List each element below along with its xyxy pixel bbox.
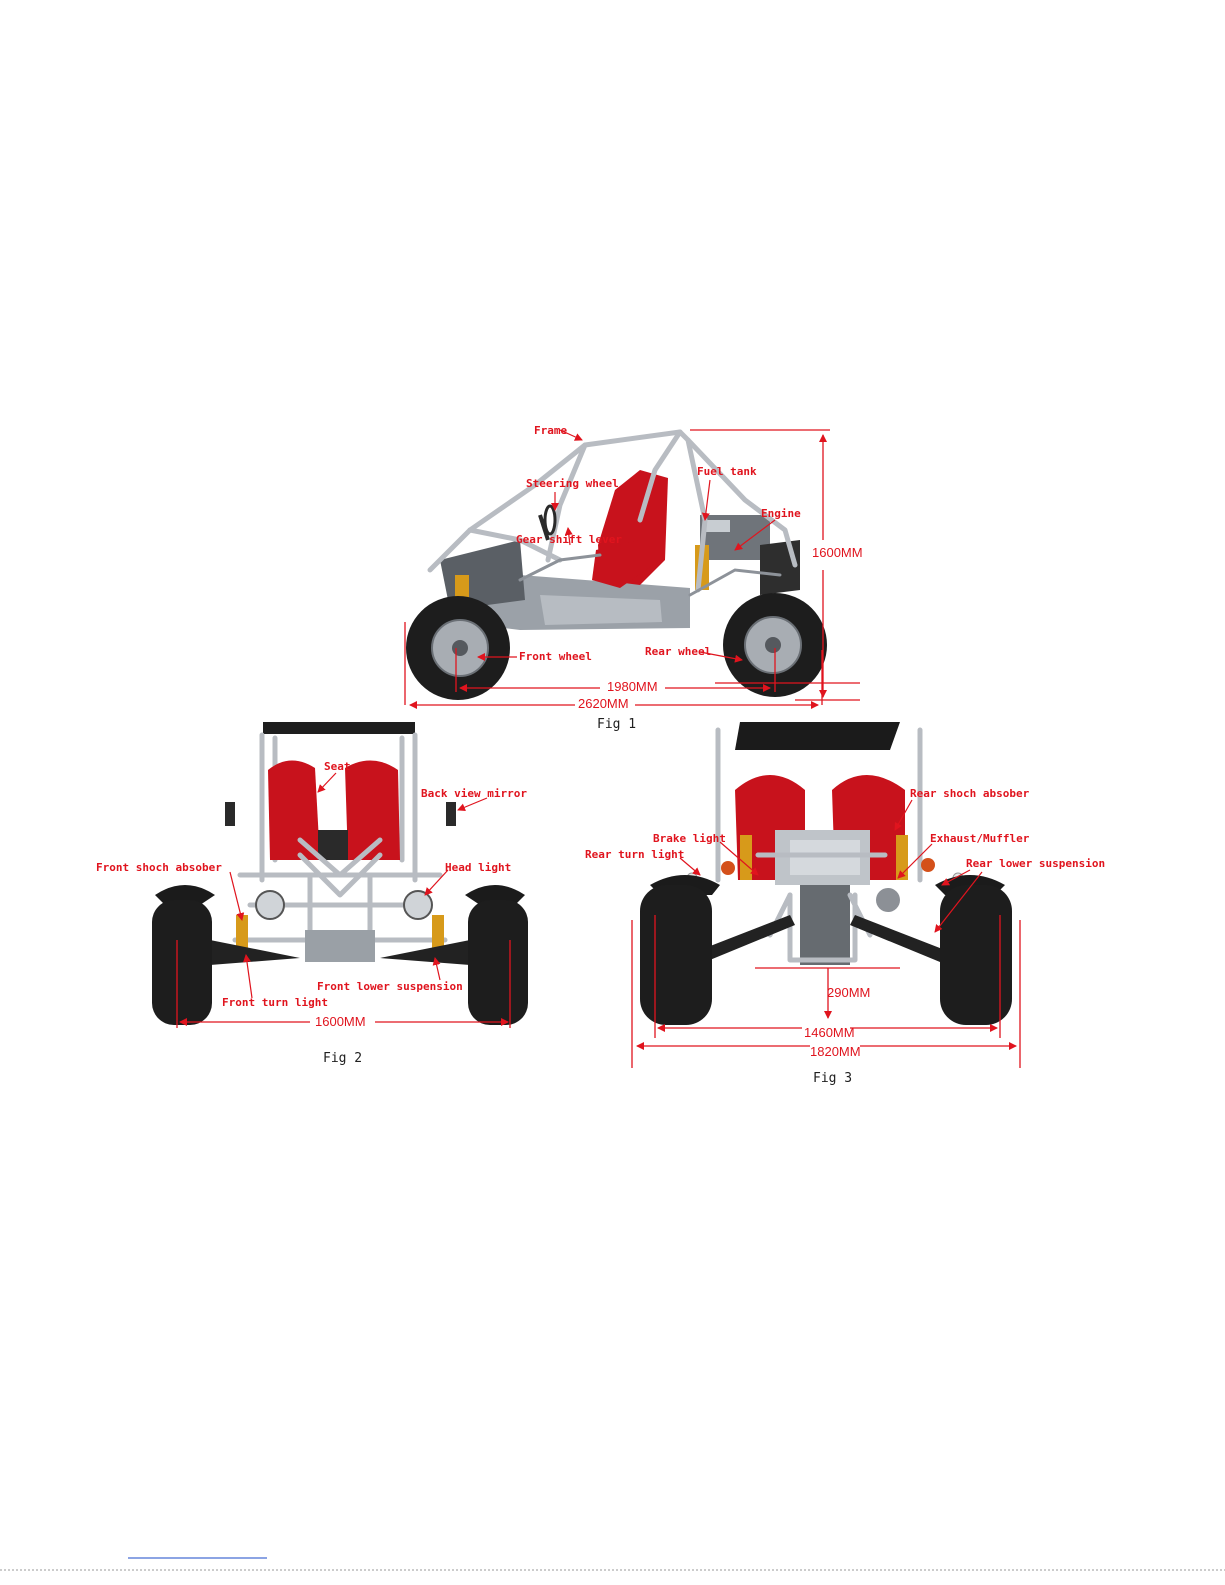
fig3-caption: Fig 3	[813, 1071, 852, 1086]
dim-track-1460mm: 1460MM	[804, 1025, 855, 1040]
label-head-light: Head light	[445, 861, 511, 874]
dim-length-2620mm: 2620MM	[578, 696, 629, 711]
label-front-lower-suspension: Front lower suspension	[317, 980, 463, 993]
label-front-wheel: Front wheel	[519, 650, 592, 663]
label-front-turn-light: Front turn light	[222, 996, 328, 1009]
fig1-caption: Fig 1	[597, 717, 636, 732]
fig2-caption: Fig 2	[323, 1051, 362, 1066]
label-back-view-mirror: Back view mirror	[421, 787, 527, 800]
fig2-front-view-illustration	[152, 722, 528, 1025]
fig2-leader-lines	[229, 772, 488, 999]
dim-height-1600mm: 1600MM	[812, 545, 863, 560]
label-rear-wheel: Rear wheel	[645, 645, 711, 658]
fig1-leader-lines	[477, 429, 776, 663]
fig1-dimension-lines	[404, 429, 860, 709]
label-exhaust-muffler: Exhaust/Muffler	[930, 832, 1030, 845]
dim-wheelbase-1980mm: 1980MM	[607, 679, 658, 694]
label-rear-shock-absorber: Rear shoch absober	[910, 787, 1030, 800]
label-fuel-tank: Fuel tank	[697, 465, 757, 478]
label-seat: Seat	[324, 760, 351, 773]
dim-front-width-1600mm: 1600MM	[315, 1014, 366, 1029]
label-frame: Frame	[534, 424, 567, 437]
label-gear-shift-lever: Gear shift lever	[516, 533, 622, 546]
label-brake-light: Brake light	[653, 832, 726, 845]
dim-ground-clearance-290mm: 290MM	[827, 985, 870, 1000]
fig3-leader-lines	[679, 799, 983, 933]
dim-rear-width-1820mm: 1820MM	[810, 1044, 861, 1059]
fig2-dimension-lines	[176, 940, 511, 1028]
label-engine: Engine	[761, 507, 801, 520]
fig3-rear-view-illustration	[640, 722, 1012, 1025]
label-rear-lower-suspension: Rear lower suspension	[966, 857, 1105, 870]
fig1-side-view-illustration	[406, 429, 827, 700]
label-rear-turn-light: Rear turn light	[585, 848, 684, 861]
label-front-shock-absorber: Front shoch absober	[96, 861, 222, 874]
fig3-dimension-lines	[631, 915, 1021, 1068]
label-steering-wheel: Steering wheel	[526, 477, 619, 490]
